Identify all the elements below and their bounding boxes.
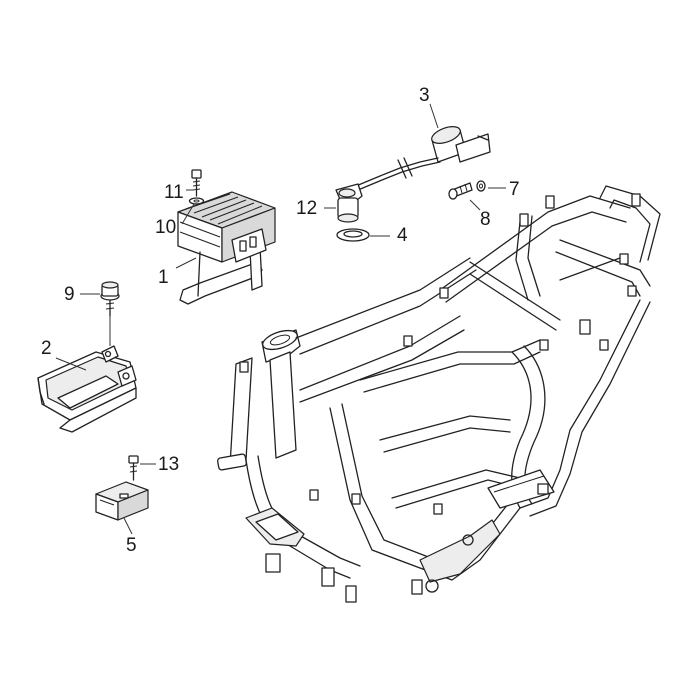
screw-13 [128, 455, 139, 481]
screw-8 [448, 182, 473, 200]
spark-plug-cap-12 [335, 183, 363, 223]
scooter-frame [216, 185, 661, 603]
washer-7 [476, 180, 486, 192]
callout-10: 10 [155, 217, 177, 238]
screw-9 [100, 281, 120, 317]
callout-4: 4 [397, 225, 408, 246]
callout-9: 9 [64, 284, 75, 305]
callout-8: 8 [480, 209, 491, 230]
ignition-coil-3 [355, 126, 491, 191]
washer-10 [188, 197, 205, 205]
callout-2: 2 [41, 338, 52, 359]
callout-12: 12 [296, 198, 318, 219]
seal-ring-4 [336, 228, 370, 242]
relay-5 [95, 481, 149, 521]
callout-13: 13 [158, 454, 180, 475]
callout-1: 1 [158, 267, 169, 288]
voltage-regulator [177, 191, 276, 305]
callout-7: 7 [509, 179, 520, 200]
leader-lines [55, 103, 506, 535]
callout-5: 5 [126, 535, 137, 556]
callout-3: 3 [419, 85, 430, 106]
mounting-cover-2 [37, 345, 137, 433]
callout-11: 11 [164, 182, 184, 203]
screw-11 [191, 169, 202, 197]
